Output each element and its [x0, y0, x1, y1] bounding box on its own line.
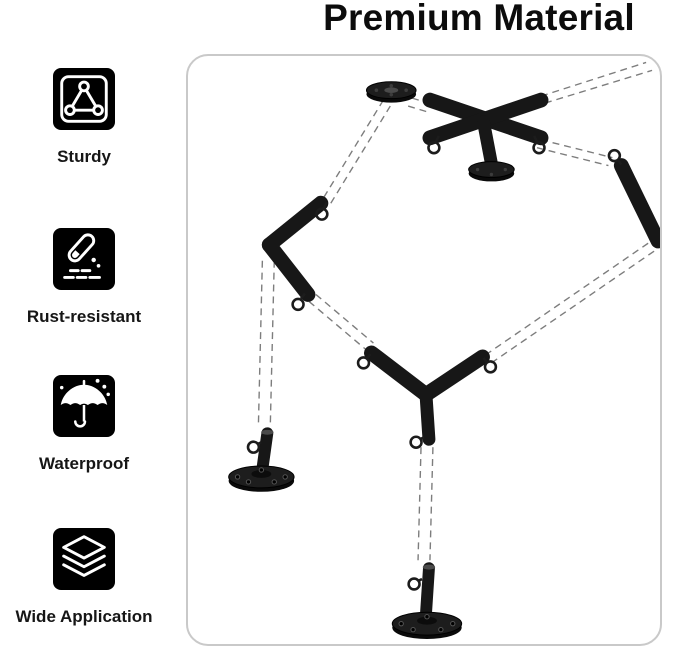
page-title: Premium Material — [323, 0, 635, 38]
feature-label: Rust-resistant — [26, 307, 142, 326]
eye-bolt-icon — [291, 201, 329, 312]
feature-item-sturdy: Sturdy — [0, 68, 168, 167]
eye-bolt-icon — [607, 148, 623, 166]
frame-dashed-lines — [257, 61, 657, 561]
triangle-frame-icon — [53, 68, 115, 130]
feature-label: Sturdy — [57, 147, 111, 166]
cross-fitting-back — [422, 92, 549, 182]
canopy-frame-diagram — [228, 61, 660, 640]
feature-item-wide-application: Wide Application — [0, 528, 168, 627]
stacked-layers-icon — [53, 528, 115, 590]
feature-label: Wide Application — [15, 607, 153, 626]
feature-item-rust-resistant: Rust-resistant — [0, 228, 168, 327]
eye-bolt-icon — [407, 577, 423, 591]
corner-fitting-left — [261, 195, 329, 312]
feature-label: Waterproof — [38, 454, 130, 473]
pole-base-left — [228, 427, 295, 492]
flask-pour-icon — [53, 228, 115, 290]
pole-base-front — [391, 562, 463, 640]
feature-item-waterproof: Waterproof — [0, 375, 168, 474]
right-tube — [607, 148, 660, 249]
eye-bolt-icon — [427, 135, 546, 155]
mounting-plate-back — [365, 81, 417, 103]
three-way-fitting-front — [356, 345, 498, 449]
umbrella-rain-icon — [53, 375, 115, 437]
product-illustration-panel — [186, 54, 662, 646]
eye-bolt-icon — [356, 353, 498, 449]
eye-bolt-icon — [246, 440, 262, 454]
